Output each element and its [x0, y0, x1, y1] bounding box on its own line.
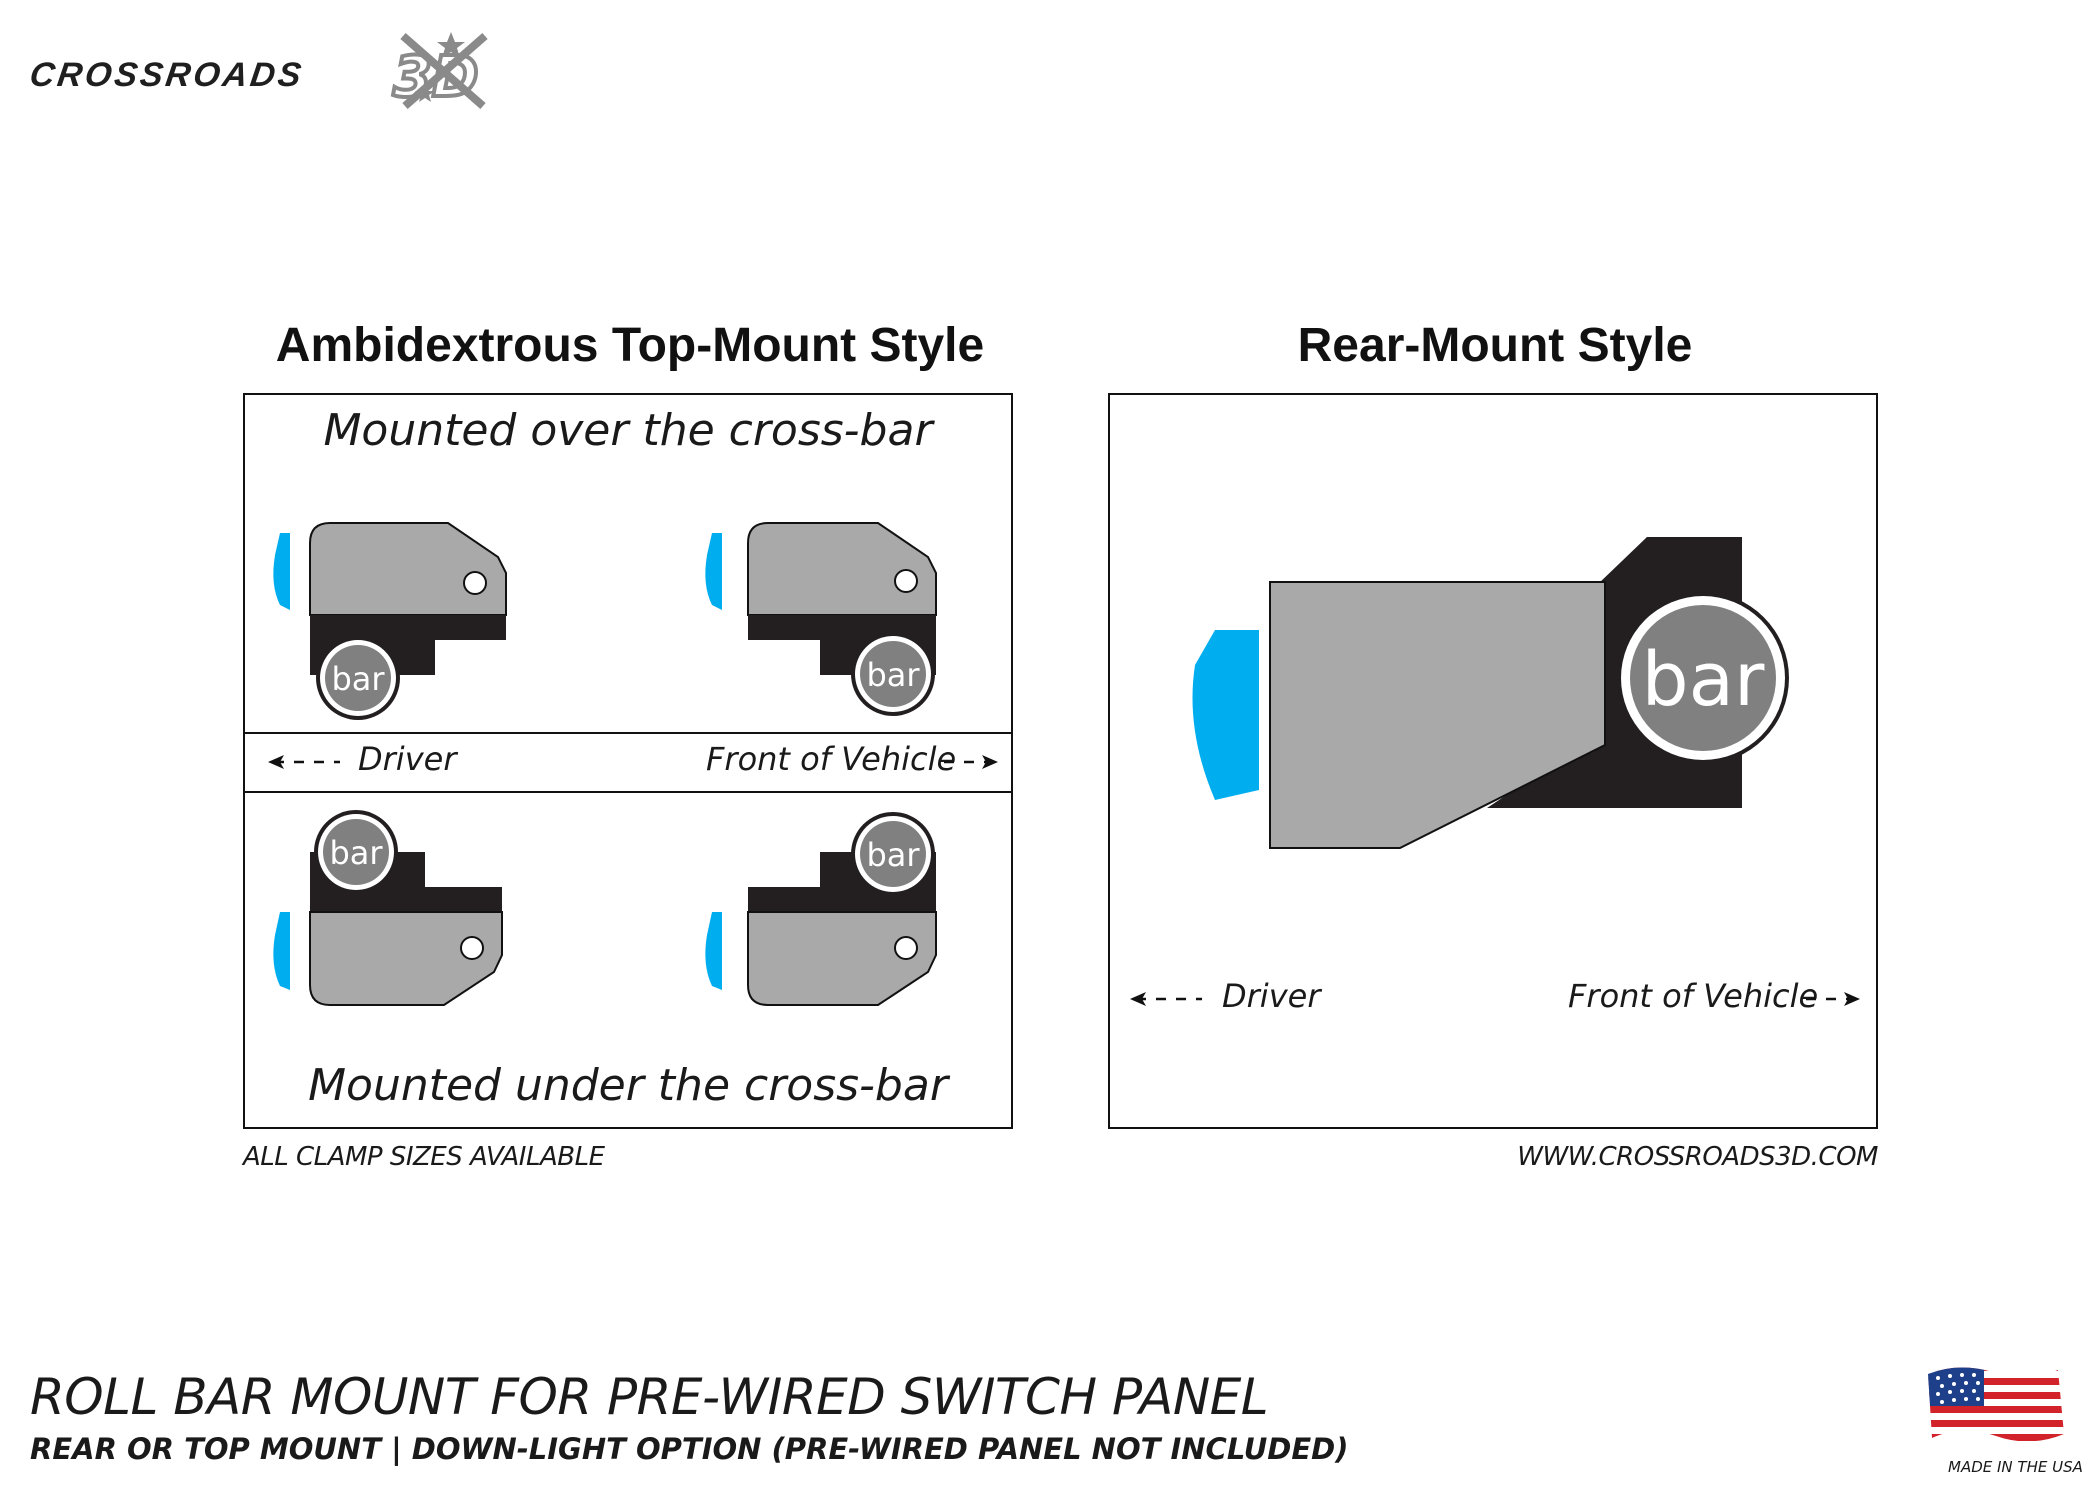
clamp-sizes-note: ALL CLAMP SIZES AVAILABLE: [243, 1142, 605, 1172]
top-mount-title: Ambidextrous Top-Mount Style: [275, 319, 985, 372]
brand-wordmark: CROSSROADS: [27, 56, 307, 94]
mount-hole: [894, 936, 918, 960]
us-flag-icon: [1928, 1367, 2064, 1442]
bar-circle: [860, 641, 926, 707]
switch-panel-gray: [1269, 581, 1606, 849]
bar-circle: [325, 645, 391, 711]
front-of-vehicle-label: Front of Vehicle: [706, 740, 957, 778]
driver-label: Driver: [358, 740, 457, 778]
brand-logo: CROSSROADS 3D: [27, 28, 490, 118]
under-mount-driver-diagram: bar: [273, 810, 503, 1006]
bar-label: bar: [329, 834, 383, 872]
light-blue-shape: [1192, 630, 1259, 800]
mount-hole: [463, 571, 487, 595]
panel-divider-top: [245, 732, 1011, 734]
switch-panel-gray: [747, 911, 937, 1006]
switch-panel-gray: [747, 522, 937, 616]
bar-circle: [323, 819, 389, 885]
footer-title: ROLL BAR MOUNT FOR PRE-WIRED SWITCH PANE…: [30, 1368, 1269, 1426]
driver-arrow-icon: [1130, 992, 1202, 1006]
footer-subtitle: REAR OR TOP MOUNT | DOWN-LIGHT OPTION (P…: [30, 1432, 1349, 1466]
front-of-vehicle-label-rear: Front of Vehicle: [1568, 977, 1819, 1015]
light-blue-shape: [273, 533, 290, 610]
crossed-stars-icon: 3D: [391, 32, 488, 112]
panel-divider-bottom: [245, 791, 1011, 793]
light-blue-shape: [273, 912, 290, 990]
front-arrow-icon: [1806, 992, 1860, 1006]
under-mount-front-diagram: bar: [705, 812, 937, 1006]
made-in-usa-label: MADE IN THE USA: [1948, 1458, 2083, 1476]
switch-panel-gray: [309, 911, 503, 1006]
top-mount-panel: [243, 393, 1013, 1129]
mount-hole: [460, 936, 484, 960]
bar-label: bar: [331, 660, 385, 698]
light-blue-shape: [705, 533, 722, 610]
under-caption: Mounted under the cross-bar: [308, 1060, 948, 1111]
bar-circle: [1630, 605, 1776, 751]
light-blue-shape: [705, 912, 722, 990]
front-arrow-icon: [944, 755, 998, 769]
bar-label: bar: [1642, 637, 1765, 723]
over-caption: Mounted over the cross-bar: [323, 405, 933, 456]
bar-label: bar: [866, 836, 920, 874]
bar-label: bar: [866, 656, 920, 694]
over-mount-front-diagram: bar: [705, 522, 937, 716]
over-mount-driver-diagram: bar: [273, 522, 507, 720]
driver-arrow-icon: [268, 755, 340, 769]
rear-mount-diagram: bar: [1192, 537, 1789, 849]
mount-hole: [894, 569, 918, 593]
bar-circle: [860, 821, 926, 887]
rear-mount-title: Rear-Mount Style: [1297, 319, 1693, 372]
driver-label-rear: Driver: [1222, 977, 1321, 1015]
switch-panel-gray: [309, 522, 507, 616]
website-link[interactable]: WWW.CROSSROADS3D.COM: [1517, 1142, 1878, 1172]
